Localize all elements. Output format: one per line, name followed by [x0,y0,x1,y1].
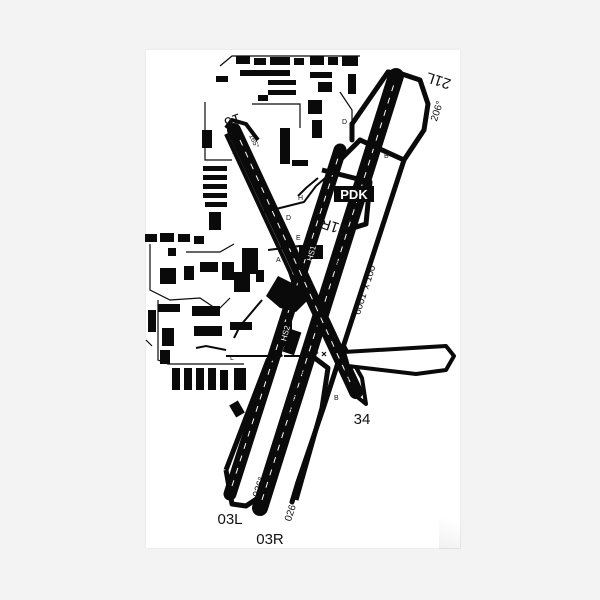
misc-connectors [195,171,333,357]
taxiway-b-loop [223,167,373,509]
taxiway-letter: B [334,395,339,402]
east-connector-taxiway [342,344,456,376]
hotspot-hs2: HS2 [278,322,292,346]
apron-outlines [145,55,360,365]
taxiway-letter: A [276,257,281,264]
taxiway-letter: D [342,119,347,126]
runway-03r-label: 03R [256,531,284,548]
runway-34-label: 34 [354,411,371,428]
hotspot-hs1-label: HS1 [305,244,318,262]
taxiway-letter: H [298,195,303,202]
hotspot-hs1: HS1 [299,244,323,262]
runway-16-34 [227,123,363,399]
taxiway-letter: B [232,149,237,156]
dimension-main-runway: 6001' x 100' [352,262,379,316]
terminal-buildings-north [202,56,358,166]
airport-code-badge: PDK [334,186,374,202]
hotspot-hs2-label: HS2 [279,324,292,342]
airport-code-label: PDK [340,187,368,202]
taxiway-letter: B [314,349,319,356]
hold-short-marks [269,351,327,357]
heading-026-right: 026° [283,500,300,523]
taxiway-letter: B [384,153,389,160]
runway-03l-label: 03L [217,511,242,528]
taxiway-letter: D [286,215,291,222]
taxiway-letter: L [230,355,234,362]
heading-206-top: 206° [429,100,446,123]
taxiway-letter: E [296,235,301,242]
hangar-rows-west [145,166,264,418]
runway-16-label: 16 [222,109,243,131]
runway-21l-label: 21L [424,68,453,92]
